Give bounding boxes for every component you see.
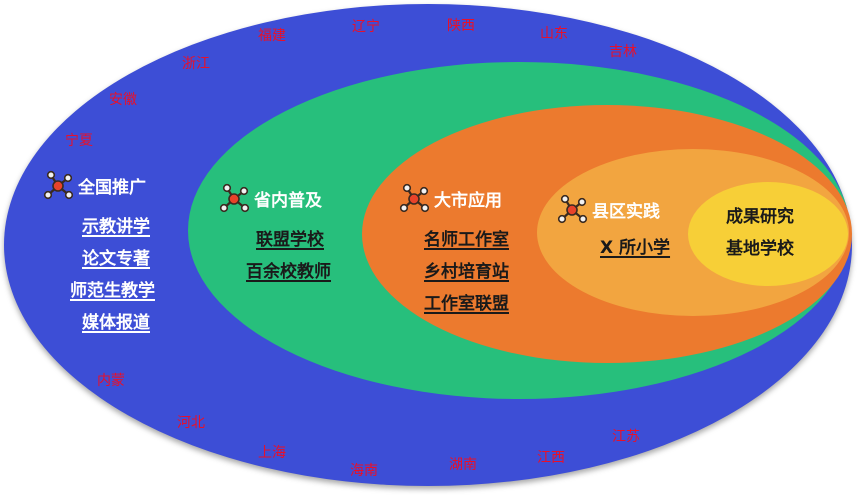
province-label: 海南 xyxy=(350,463,378,479)
molecule-network-icon xyxy=(219,183,250,213)
molecule-network-icon xyxy=(557,194,588,224)
province-item[interactable]: 百余校教师 xyxy=(246,262,331,282)
national-item[interactable]: 媒体报道 xyxy=(82,313,150,333)
national-item[interactable]: 师范生教学 xyxy=(70,281,155,301)
province-label: 江西 xyxy=(537,450,565,466)
province-label: 陕西 xyxy=(447,18,475,34)
province-label: 湖南 xyxy=(449,457,477,473)
province-label: 宁夏 xyxy=(65,133,93,149)
province-label: 安徽 xyxy=(109,92,137,108)
province-label: 山东 xyxy=(540,26,568,42)
province-heading: 省内普及 xyxy=(218,182,322,214)
national-heading: 全国推广 xyxy=(42,169,146,201)
province-label: 上海 xyxy=(258,445,286,461)
molecule-network-icon xyxy=(399,183,430,213)
province-label: 吉林 xyxy=(609,44,637,60)
county-heading: 县区实践 xyxy=(556,193,660,225)
core-item: 成果研究 xyxy=(726,207,794,227)
city-item[interactable]: 名师工作室 xyxy=(424,230,509,250)
national-title: 全国推广 xyxy=(78,177,146,198)
national-item[interactable]: 示教讲学 xyxy=(82,217,150,237)
national-item[interactable]: 论文专著 xyxy=(82,249,150,269)
city-title: 大市应用 xyxy=(434,190,502,211)
province-label: 辽宁 xyxy=(352,19,380,35)
molecule-network-icon xyxy=(43,170,74,200)
province-label: 福建 xyxy=(258,28,286,44)
county-title: 县区实践 xyxy=(592,201,660,222)
province-title: 省内普及 xyxy=(254,190,322,211)
province-label: 浙江 xyxy=(182,56,210,72)
province-item[interactable]: 联盟学校 xyxy=(256,230,324,250)
city-item[interactable]: 工作室联盟 xyxy=(424,294,509,314)
county-item[interactable]: X 所小学 xyxy=(600,238,671,258)
ring-core xyxy=(688,182,848,286)
city-item[interactable]: 乡村培育站 xyxy=(424,262,509,282)
city-heading: 大市应用 xyxy=(398,182,502,214)
province-label: 江苏 xyxy=(612,429,640,445)
province-label: 河北 xyxy=(177,415,205,431)
core-item: 基地学校 xyxy=(726,239,794,259)
province-label: 内蒙 xyxy=(97,373,125,389)
